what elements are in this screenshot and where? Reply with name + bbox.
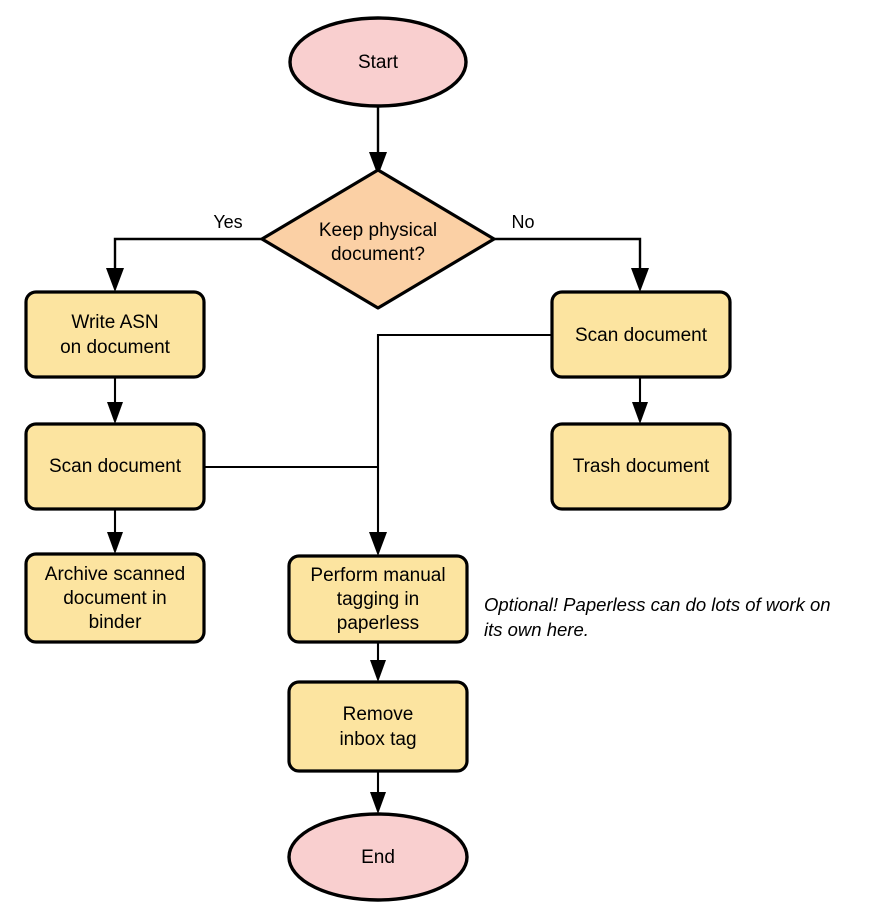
trash-document-box[interactable] (550, 422, 732, 511)
scan-document-right-box[interactable] (550, 290, 732, 379)
end-label: End (361, 847, 395, 868)
end-ellipse[interactable] (287, 812, 469, 902)
arrowhead-no (631, 268, 649, 292)
edge-decision-yes-to-write-asn (106, 237, 262, 292)
node-remove-inbox-tag[interactable]: Remove inbox tag (287, 680, 469, 773)
annotation-optional-paperless: Optional! Paperless can do lots of work … (484, 594, 831, 640)
scan-document-left-box[interactable] (24, 422, 206, 511)
arrowhead-remove-end (370, 792, 386, 814)
archive-box[interactable] (24, 552, 206, 644)
node-perform-manual-tagging[interactable]: Perform manual tagging in paperless (287, 554, 469, 644)
tagging-label-line3: paperless (337, 613, 419, 634)
node-archive-scanned-document[interactable]: Archive scanned document in binder (24, 552, 206, 644)
scan-document-right-label: Scan document (575, 325, 708, 346)
trash-document-label: Trash document (573, 456, 710, 477)
node-trash-document[interactable]: Trash document (550, 422, 732, 511)
edge-tagging-to-remove-inbox (370, 642, 386, 682)
archive-label-line1: Archive scanned (45, 564, 185, 585)
edge-start-to-decision (369, 103, 387, 176)
arrowhead-tagging-remove (370, 660, 386, 682)
start-ellipse[interactable] (288, 16, 468, 108)
node-start[interactable]: Start (288, 16, 468, 108)
start-label: Start (358, 52, 399, 73)
tagging-label-line1: Perform manual (310, 565, 445, 586)
node-write-asn-on-document[interactable]: Write ASN on document (24, 290, 206, 379)
node-decision-keep-physical-document[interactable]: Keep physical document? (260, 168, 496, 310)
arrowhead-start-decision (369, 152, 387, 176)
decision-label-line1: Keep physical (319, 220, 437, 241)
edge-line-yes (113, 237, 262, 278)
node-end[interactable]: End (287, 812, 469, 902)
tagging-label-line2: tagging in (337, 589, 419, 610)
write-asn-box[interactable] (24, 290, 206, 379)
node-scan-document-left[interactable]: Scan document (24, 422, 206, 511)
edge-line-no (494, 237, 642, 278)
decision-diamond[interactable] (260, 168, 496, 310)
archive-label-line2: document in (63, 588, 167, 609)
arrowhead-writeasn-scanleft (107, 402, 123, 424)
edge-remove-inbox-to-end (370, 771, 386, 814)
remove-inbox-label-line2: inbox tag (339, 729, 416, 750)
edge-line-scanright-tagging (376, 333, 552, 540)
write-asn-label-line1: Write ASN (71, 312, 158, 333)
node-scan-document-right[interactable]: Scan document (550, 290, 732, 379)
edge-label-no: No (511, 212, 534, 232)
arrowhead-scanright-trash (632, 402, 648, 424)
annotation-line1: Optional! Paperless can do lots of work … (484, 594, 831, 615)
edge-decision-no-to-scan-right (494, 237, 649, 292)
decision-label-line2: document? (331, 244, 425, 265)
edge-label-yes: Yes (213, 212, 242, 232)
annotation-line2: its own here. (484, 619, 589, 640)
arrowhead-tagging (369, 532, 387, 556)
tagging-box[interactable] (287, 554, 469, 644)
edge-scan-right-to-trash (632, 377, 648, 424)
edge-scan-right-to-tagging (369, 333, 552, 556)
edge-write-asn-to-scan-left (107, 377, 123, 424)
arrowhead-scanleft-archive (107, 532, 123, 554)
remove-inbox-label-line1: Remove (343, 704, 414, 725)
scan-document-left-label: Scan document (49, 456, 182, 477)
write-asn-label-line2: on document (60, 337, 171, 358)
remove-inbox-tag-box[interactable] (287, 680, 469, 773)
archive-label-line3: binder (89, 612, 142, 633)
arrowhead-yes (106, 268, 124, 292)
edge-scan-left-to-archive (107, 509, 123, 554)
